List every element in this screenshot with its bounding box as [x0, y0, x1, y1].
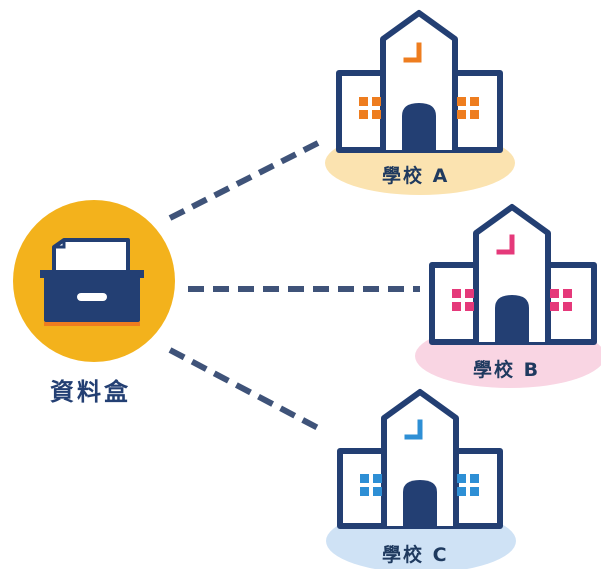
school-c-label: 學校 C: [382, 544, 449, 566]
school-a-label: 學校 A: [382, 165, 450, 187]
school-b-clock: [496, 234, 515, 255]
school-a-door: [402, 103, 436, 150]
hub-label: 資料盒: [50, 378, 131, 406]
school-a-windows: [359, 97, 479, 119]
school-c-door: [403, 480, 437, 526]
connector-c: [168, 347, 320, 431]
connector-a: [168, 140, 320, 221]
school-b-label: 學校 B: [473, 359, 541, 381]
school-c-clock: [404, 419, 423, 440]
school-a: [325, 10, 515, 195]
school-c: [326, 389, 516, 569]
hub-node: [13, 200, 175, 362]
school-b-door: [495, 295, 529, 342]
school-b-windows: [452, 289, 572, 311]
connectors: [168, 140, 420, 431]
file-drawer-icon: [40, 238, 144, 326]
school-b: [415, 204, 601, 388]
school-a-clock: [403, 42, 422, 63]
school-c-windows: [360, 474, 479, 496]
